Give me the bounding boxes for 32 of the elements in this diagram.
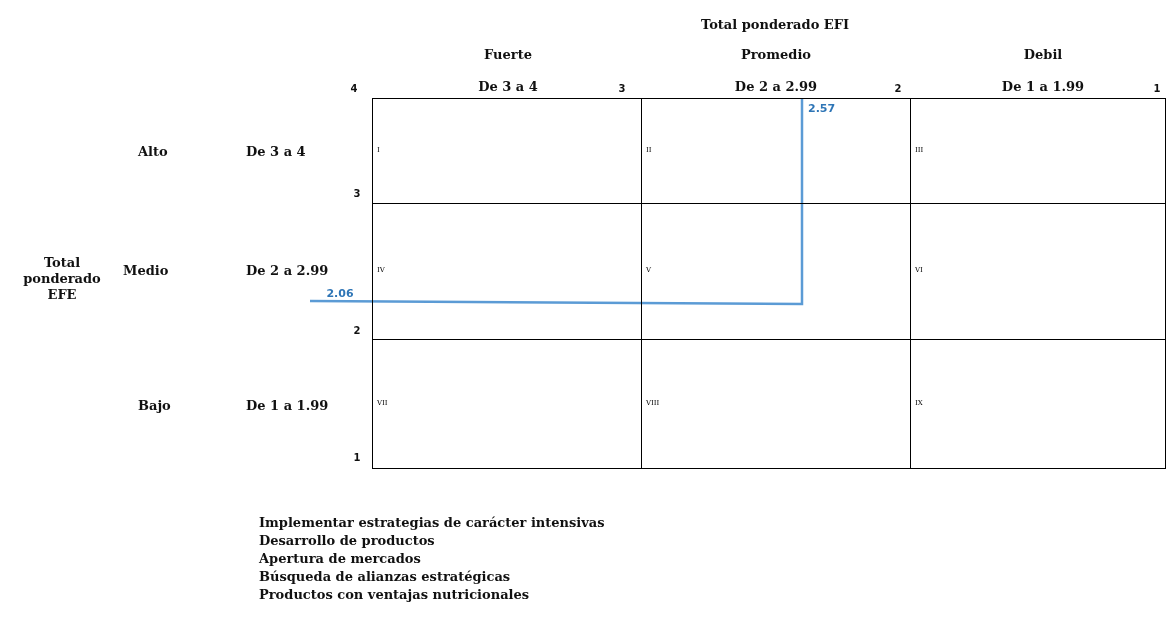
strategy-item: Búsqueda de alianzas estratégicas xyxy=(259,569,511,585)
tick-label: 1 xyxy=(353,451,361,465)
strategy-item: Desarrollo de productos xyxy=(259,533,435,549)
tick-label: 4 xyxy=(350,82,358,96)
row-heading: Alto xyxy=(138,144,168,160)
tick-label: 3 xyxy=(353,187,361,201)
value-label: 2.57 xyxy=(808,101,836,117)
strategy-item: Productos con ventajas nutricionales xyxy=(259,587,530,603)
matrix-cell xyxy=(910,98,1166,204)
range-label: De 1 a 1.99 xyxy=(1001,79,1085,95)
axis-title: Total ponderado EFE xyxy=(22,255,102,303)
range-label: De 3 a 4 xyxy=(246,144,306,160)
range-label: De 2 a 2.99 xyxy=(246,263,329,279)
tick-label: 3 xyxy=(618,82,626,96)
axis-title: Total ponderado EFI xyxy=(700,17,850,33)
range-label: De 3 a 4 xyxy=(478,79,538,95)
row-heading: Bajo xyxy=(138,398,171,414)
tick-label: 1 xyxy=(1153,82,1161,96)
strategy-item: Implementar estrategias de carácter intensivas xyxy=(259,515,605,531)
matrix-cell xyxy=(372,98,642,204)
range-label: De 2 a 2.99 xyxy=(734,79,818,95)
value-label: 2.06 xyxy=(326,286,354,302)
tick-label: 2 xyxy=(894,82,902,96)
strategy-item: Apertura de mercados xyxy=(259,551,421,567)
range-label: De 1 a 1.99 xyxy=(246,398,329,414)
column-heading: Promedio xyxy=(741,47,811,63)
matrix-cell xyxy=(910,339,1166,469)
tick-label: 2 xyxy=(353,324,361,338)
column-heading: Debil xyxy=(1023,47,1063,63)
column-heading: Fuerte xyxy=(484,47,532,63)
row-heading: Medio xyxy=(123,263,169,279)
matrix-cell xyxy=(372,339,642,469)
